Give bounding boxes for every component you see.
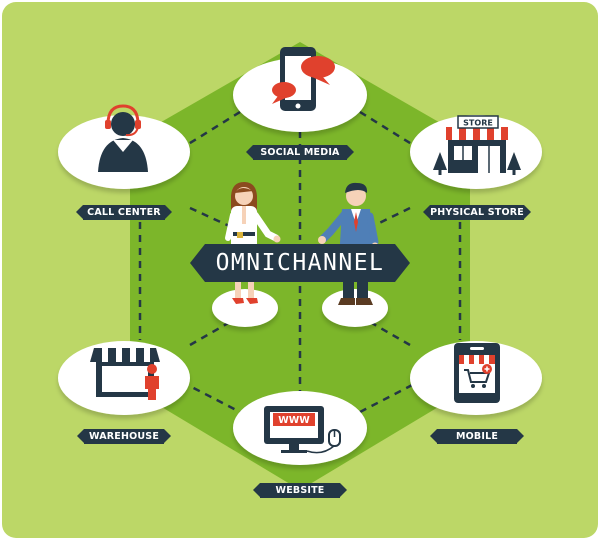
warehouse-worker-icon <box>90 348 160 400</box>
pad-woman <box>212 289 278 327</box>
store-sign-text: STORE <box>463 119 493 128</box>
connector-website-mobile <box>359 380 419 414</box>
storefront-icon: STORE <box>433 115 521 175</box>
mobile-shop-cart-icon <box>454 343 500 403</box>
connector-social-store <box>359 110 419 150</box>
label-social-media: SOCIAL MEDIA <box>246 145 354 160</box>
www-text: WWW <box>278 415 310 426</box>
label-mobile: MOBILE <box>430 429 524 444</box>
label-physical-store: PHYSICAL STORE <box>423 205 531 220</box>
label-warehouse: WAREHOUSE <box>77 429 171 444</box>
smartphone-chat-icon <box>272 47 335 111</box>
label-call-center: CALL CENTER <box>76 205 172 220</box>
connector-social-callcenter <box>181 110 241 150</box>
center-banner-shape <box>190 244 410 282</box>
pad-man <box>322 289 388 327</box>
businesswoman-figure <box>225 182 281 304</box>
headset-agent-icon <box>98 104 148 172</box>
website-monitor-icon: WWW <box>264 406 341 454</box>
center-banner-label: OMNICHANNEL <box>215 250 385 276</box>
connector-warehouse-website <box>181 380 241 414</box>
label-website: WEBSITE <box>253 483 347 498</box>
